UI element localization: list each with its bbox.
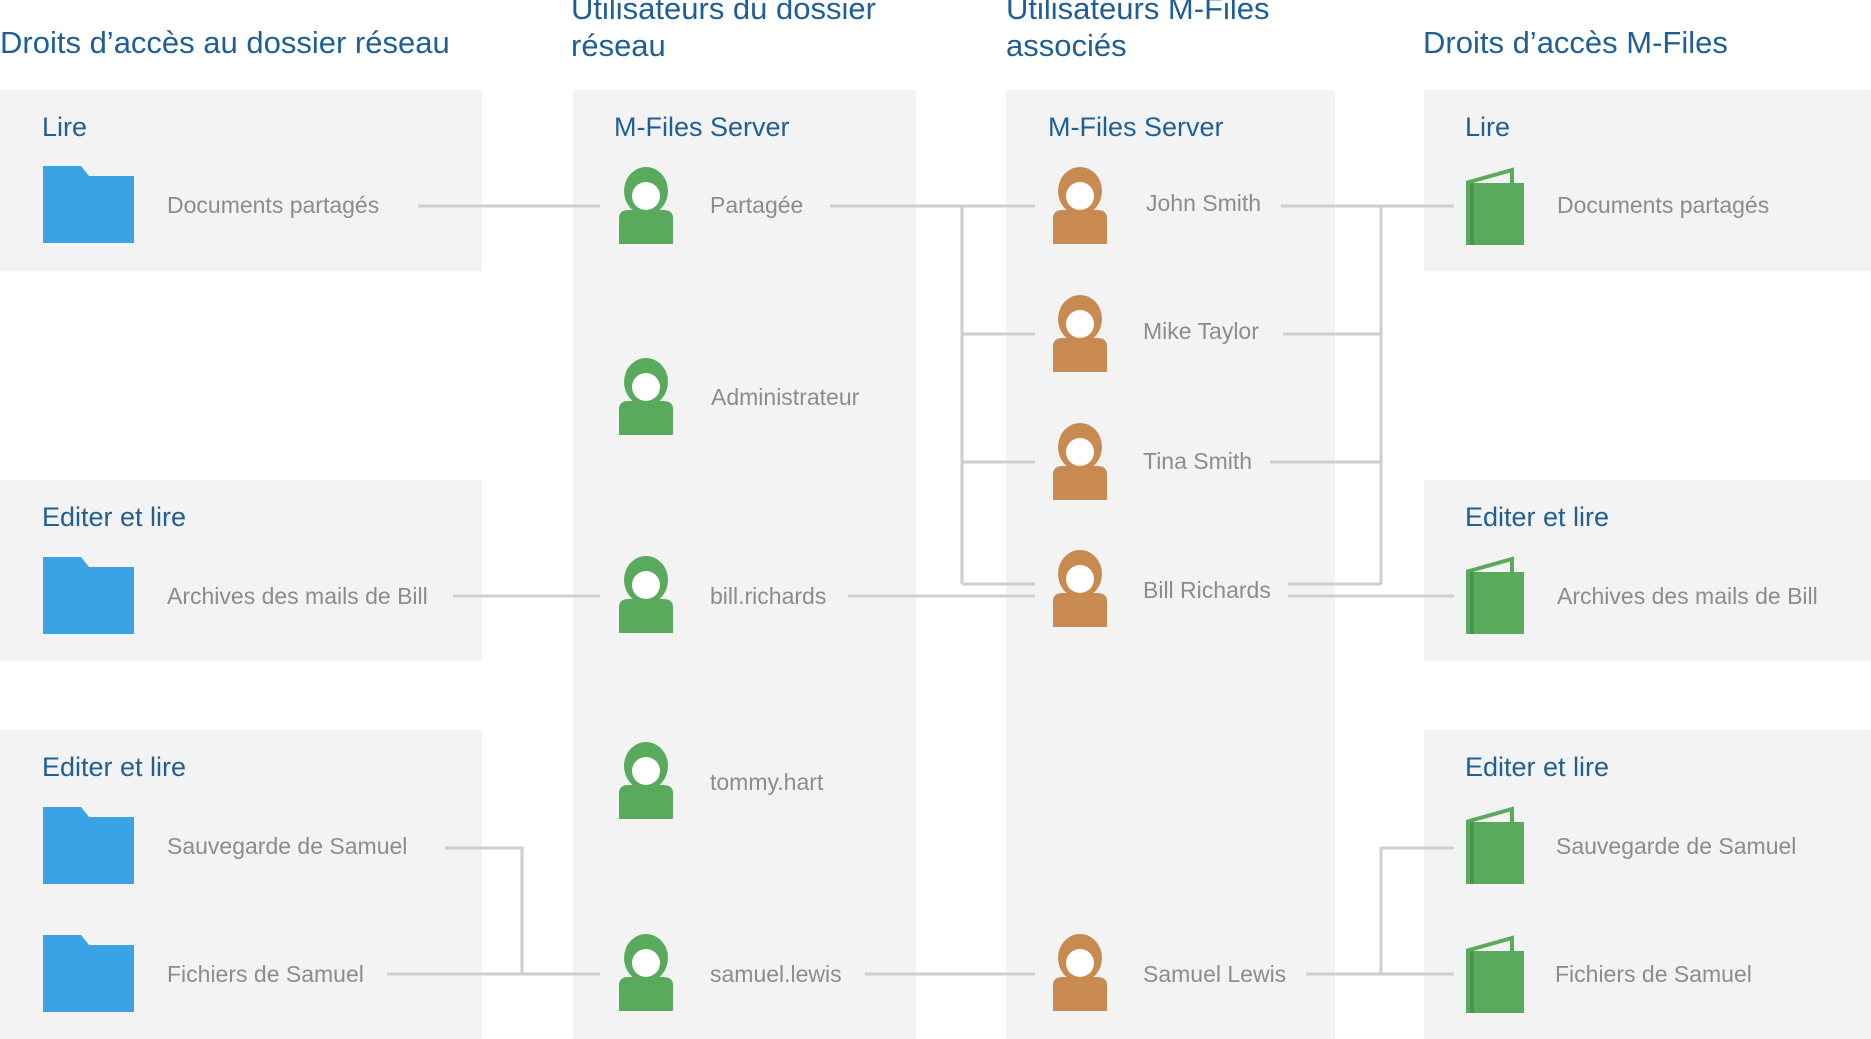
network-user-samuel-lewis: samuel.lewis [710,961,842,987]
mfiles-users-server-title: M-Files Server [1048,112,1224,142]
network-item-documents-partages: Documents partagés [167,192,380,218]
mfiles-user-samuel-lewis: Samuel Lewis [1143,961,1287,987]
user-icon [1053,295,1107,372]
user-icon [1053,934,1107,1011]
network-group-title-edit: Editer et lire [42,752,187,782]
mfiles-user-bill-richards: Bill Richards [1143,577,1271,603]
network-item-fichiers-samuel: Fichiers de Samuel [167,961,364,987]
folder-icon [43,557,134,634]
user-icon [619,742,673,819]
network-user-partagee: Partagée [710,192,804,218]
folder-icon [43,935,134,1012]
network-user-bill-richards: bill.richards [710,583,827,609]
network-users-title: Utilisateurs du dossier réseau [571,0,876,63]
user-icon [1053,167,1107,244]
folder-icon [43,166,134,243]
network-users-server-title: M-Files Server [614,112,790,142]
mfiles-group-title-read: Lire [1465,112,1511,142]
network-group-title-edit: Editer et lire [42,502,187,532]
book-icon [1466,806,1524,884]
network-group-title-read: Lire [42,112,88,142]
user-icon [619,556,673,633]
network-user-tommy-hart: tommy.hart [710,769,824,795]
network-rights-title: Droits d’accès au dossier réseau [0,25,450,60]
mfiles-group-title-edit: Editer et lire [1465,502,1610,532]
book-icon [1466,556,1524,634]
book-icon [1466,167,1524,245]
mfiles-item-archives-bill: Archives des mails de Bill [1557,583,1818,609]
network-item-archives-bill: Archives des mails de Bill [167,583,428,609]
mfiles-user-tina-smith: Tina Smith [1143,448,1253,474]
user-icon [619,358,673,435]
mfiles-user-mike-taylor: Mike Taylor [1143,318,1259,344]
network-item-sauvegarde-samuel: Sauvegarde de Samuel [167,833,408,859]
user-icon [619,934,673,1011]
mfiles-user-john-smith: John Smith [1146,190,1262,216]
folder-icon [43,807,134,884]
mfiles-users-title: Utilisateurs M-Files associés [1006,0,1270,63]
book-icon [1466,935,1524,1013]
mfiles-item-documents-partages: Documents partagés [1557,192,1770,218]
network-user-administrateur: Administrateur [711,384,860,410]
mfiles-item-sauvegarde-samuel: Sauvegarde de Samuel [1556,833,1797,859]
mfiles-group-title-edit: Editer et lire [1465,752,1610,782]
user-icon [619,167,673,244]
mfiles-item-fichiers-samuel: Fichiers de Samuel [1555,961,1752,987]
user-icon [1053,423,1107,500]
user-icon [1053,550,1107,627]
mfiles-rights-title: Droits d’accès M-Files [1423,25,1728,60]
